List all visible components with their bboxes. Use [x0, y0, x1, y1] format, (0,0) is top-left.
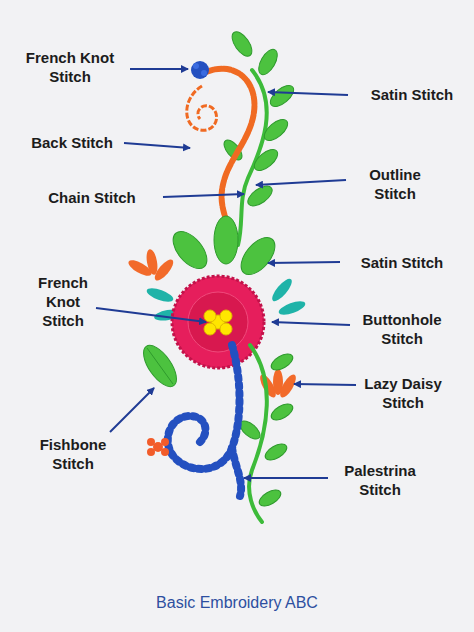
- back-stitch: [187, 86, 217, 130]
- knot: [220, 323, 232, 335]
- leaf: [251, 146, 281, 175]
- knot: [161, 438, 169, 446]
- french-knot: [191, 61, 209, 79]
- petal: [277, 372, 299, 400]
- knot: [220, 310, 232, 322]
- leaf: [269, 401, 296, 423]
- caption: Basic Embroidery ABC: [0, 594, 474, 612]
- leaf: [167, 225, 214, 274]
- stitch-label: Back Stitch: [22, 133, 122, 152]
- palestrina-stitch: [232, 448, 241, 496]
- leaf: [257, 487, 284, 509]
- leader-arrow: [256, 180, 346, 185]
- knot: [193, 63, 199, 69]
- leaf: [245, 182, 276, 210]
- leaf-vein: [147, 348, 173, 384]
- leaf: [145, 286, 175, 305]
- stitch-label: Chain Stitch: [22, 188, 162, 207]
- stitch-label: Outline Stitch: [350, 165, 440, 203]
- knot: [204, 310, 216, 322]
- stitch-label: Buttonhole Stitch: [352, 310, 452, 348]
- french-knot: [147, 438, 169, 456]
- flower-inner: [188, 292, 248, 352]
- leader-arrow: [294, 384, 356, 385]
- leader-arrow: [130, 68, 188, 70]
- knot: [201, 70, 207, 76]
- stitch-label: Palestrina Stitch: [330, 461, 430, 499]
- flower-outer: [172, 276, 264, 368]
- leaf: [267, 82, 297, 111]
- leader-arrows: [96, 69, 356, 478]
- stitch-label: Satin Stitch: [352, 85, 472, 104]
- stitch-label: French Knot Stitch: [32, 273, 94, 330]
- french-knot: [204, 310, 232, 335]
- leaf: [269, 351, 296, 373]
- leaf: [277, 299, 307, 318]
- stitch-label: Lazy Daisy Stitch: [358, 374, 448, 412]
- leaf: [263, 441, 290, 463]
- leaf: [261, 116, 291, 145]
- leader-arrow: [124, 143, 190, 148]
- leaf: [228, 29, 256, 60]
- stitch-label: Fishbone Stitch: [28, 435, 118, 473]
- knot: [147, 448, 155, 456]
- petal: [152, 257, 176, 283]
- knot: [204, 323, 216, 335]
- leaf: [269, 276, 295, 304]
- leader-arrow: [110, 388, 154, 432]
- buttonhole-flower: [172, 276, 264, 368]
- knot: [147, 438, 155, 446]
- lazy-daisy: [126, 248, 176, 283]
- knot: [191, 61, 209, 79]
- leaf: [255, 46, 281, 77]
- leader-arrow: [268, 92, 348, 95]
- stitch-label: Satin Stitch: [342, 253, 462, 272]
- leader-arrow: [272, 322, 350, 325]
- satin-leaves: [237, 351, 295, 509]
- knot: [161, 448, 169, 456]
- leaf: [235, 231, 282, 280]
- leader-arrow: [163, 194, 244, 197]
- stitch-label: French Knot Stitch: [18, 48, 122, 86]
- leader-arrow: [244, 477, 328, 479]
- leaf: [214, 216, 238, 264]
- leaf: [137, 340, 183, 392]
- fishbone-leaf: [137, 340, 183, 392]
- satin-leaves: [167, 216, 282, 281]
- leader-arrow: [268, 262, 340, 263]
- leader-arrow: [96, 308, 206, 322]
